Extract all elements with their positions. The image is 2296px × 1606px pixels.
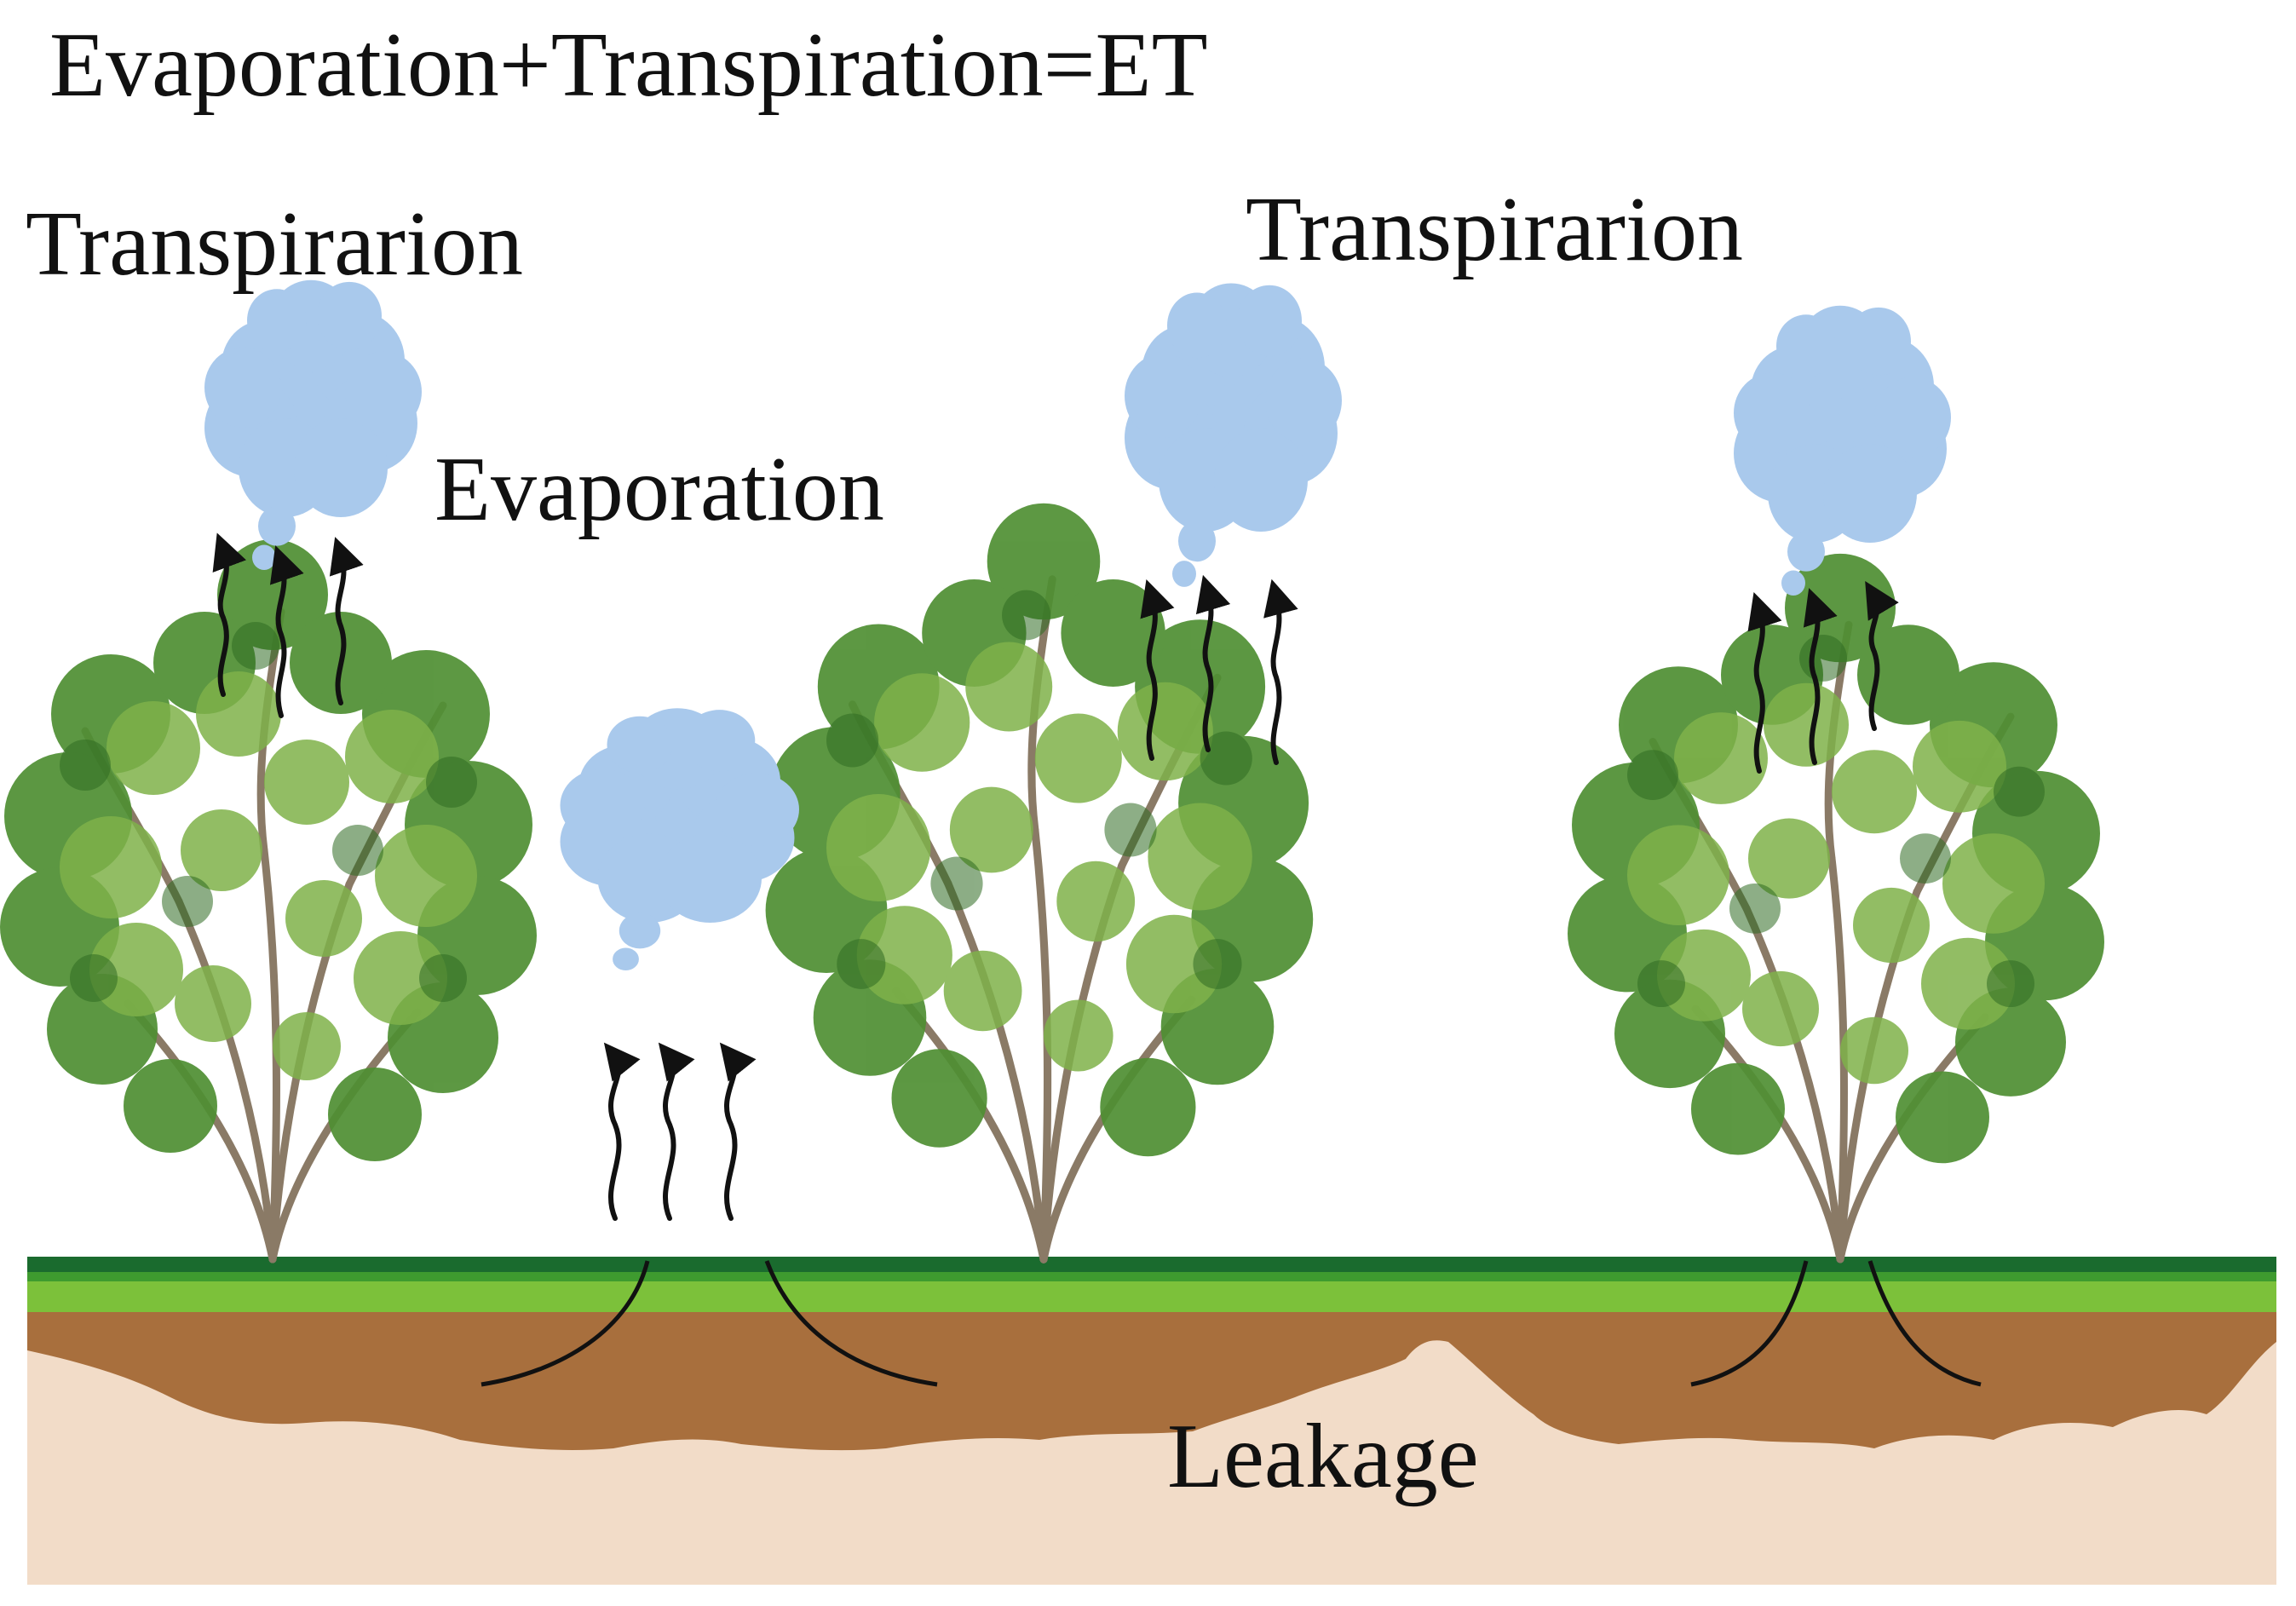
vapour-cloud-icon <box>204 279 422 570</box>
wavy-up-arrow-icon <box>269 545 304 718</box>
wavy-up-arrow-icon <box>212 532 246 697</box>
leakage-curve <box>764 1260 938 1387</box>
shrub-tree-icon <box>0 539 537 1259</box>
grass-dark-layer <box>27 1257 2276 1272</box>
wavy-up-arrow-icon <box>1865 580 1899 731</box>
vapour-cloud-icon <box>560 708 799 971</box>
wavy-up-arrow-icon <box>1263 579 1298 765</box>
wavy-up-arrow-icon <box>1140 579 1175 761</box>
wavy-up-arrow-icon <box>1747 592 1782 774</box>
transpiration-label-right: Transpirarion <box>1246 179 1743 280</box>
shrub-tree-icon <box>1568 554 2104 1259</box>
vapour-cloud-icon <box>1734 305 1951 596</box>
equation-title: Evaporation+Transpiration=ET <box>49 14 1208 116</box>
vapour-cloud-icon <box>1125 283 1342 587</box>
wavy-up-arrow-icon <box>719 1042 757 1221</box>
leakage-curve <box>1690 1260 1809 1387</box>
wavy-up-arrow-icon <box>1803 588 1838 765</box>
leakage-curve <box>480 1260 650 1387</box>
shrub-tree-icon <box>766 504 1314 1259</box>
wavy-up-arrow-icon <box>603 1042 641 1221</box>
wavy-up-arrow-icon <box>1195 574 1231 752</box>
leakage-curves <box>480 1260 1982 1387</box>
transpiration-label-left: Transpirarion <box>26 193 523 295</box>
grass-mid-layer <box>27 1269 2276 1281</box>
evaporation-label: Evaporation <box>434 439 884 540</box>
leakage-label: Leakage <box>1167 1406 1479 1507</box>
wavy-up-arrow-icon <box>658 1042 695 1221</box>
wavy-up-arrow-icon <box>329 537 364 705</box>
grass-light-layer <box>27 1278 2276 1312</box>
ground <box>27 1257 2276 1585</box>
leakage-curve <box>1867 1260 1982 1387</box>
